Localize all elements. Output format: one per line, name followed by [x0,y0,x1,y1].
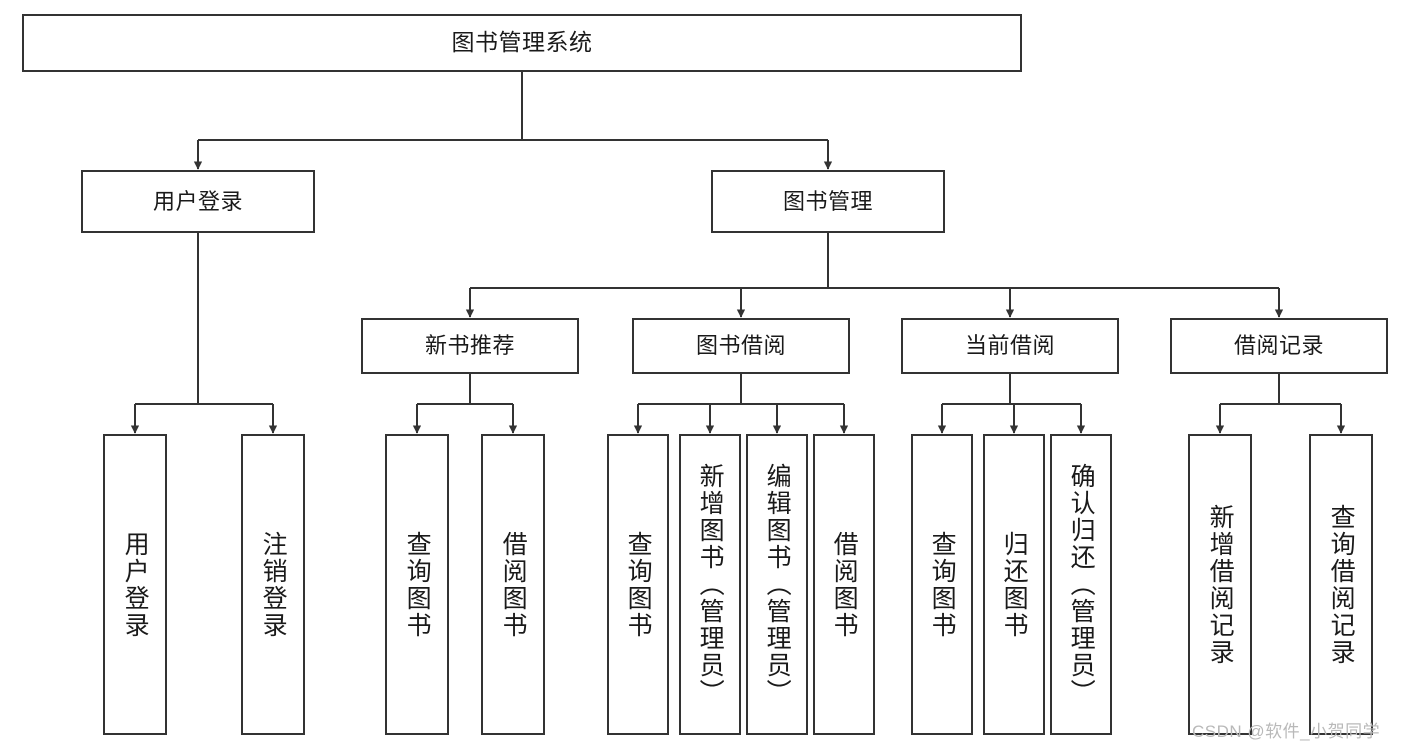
node-label-leaf-query-record: 查询借阅记录 [1327,503,1356,666]
node-label-leaf-query-book-1: 查询图书 [403,530,432,639]
node-leaf-add-record[interactable]: 新增借阅记录 [1188,434,1252,735]
node-user-login[interactable]: 用户登录 [81,170,315,233]
node-leaf-query-record[interactable]: 查询借阅记录 [1309,434,1373,735]
node-label-book-borrow: 图书借阅 [695,333,786,359]
node-label-leaf-user-login: 用户登录 [121,530,150,639]
node-label-root: 图书管理系统 [451,29,593,56]
node-label-leaf-query-book-2: 查询图书 [624,530,653,639]
node-leaf-add-book[interactable]: 新增图书（管理员） [679,434,741,735]
node-leaf-query-book-2[interactable]: 查询图书 [607,434,669,735]
node-label-leaf-edit-book: 编辑图书（管理员） [763,463,792,706]
node-label-new-book-rec: 新书推荐 [424,333,515,359]
node-root[interactable]: 图书管理系统 [22,14,1022,72]
node-label-leaf-confirm-return: 确认归还（管理员） [1067,463,1096,706]
node-label-current-borrow: 当前借阅 [964,333,1055,359]
node-label-leaf-return-book: 归还图书 [1000,530,1029,639]
node-label-leaf-user-logout: 注销登录 [259,530,288,639]
node-book-manage[interactable]: 图书管理 [711,170,945,233]
node-leaf-query-book-1[interactable]: 查询图书 [385,434,449,735]
csdn-watermark: CSDN @软件_小贺同学 [1192,722,1381,741]
node-leaf-borrow-book-1[interactable]: 借阅图书 [481,434,545,735]
node-leaf-query-book-3[interactable]: 查询图书 [911,434,973,735]
node-new-book-rec[interactable]: 新书推荐 [361,318,579,374]
node-label-leaf-borrow-book-1: 借阅图书 [499,530,528,639]
node-leaf-edit-book[interactable]: 编辑图书（管理员） [746,434,808,735]
node-leaf-user-logout[interactable]: 注销登录 [241,434,305,735]
node-book-borrow[interactable]: 图书借阅 [632,318,850,374]
node-leaf-borrow-book-2[interactable]: 借阅图书 [813,434,875,735]
node-label-book-manage: 图书管理 [782,188,873,214]
node-label-leaf-query-book-3: 查询图书 [928,530,957,639]
node-leaf-confirm-return[interactable]: 确认归还（管理员） [1050,434,1112,735]
node-label-user-login: 用户登录 [152,188,243,214]
node-label-leaf-add-record: 新增借阅记录 [1206,503,1235,666]
node-borrow-record[interactable]: 借阅记录 [1170,318,1388,374]
node-label-borrow-record: 借阅记录 [1233,333,1324,359]
node-label-leaf-borrow-book-2: 借阅图书 [830,530,859,639]
node-current-borrow[interactable]: 当前借阅 [901,318,1119,374]
node-label-leaf-add-book: 新增图书（管理员） [696,463,725,706]
node-leaf-return-book[interactable]: 归还图书 [983,434,1045,735]
node-leaf-user-login[interactable]: 用户登录 [103,434,167,735]
